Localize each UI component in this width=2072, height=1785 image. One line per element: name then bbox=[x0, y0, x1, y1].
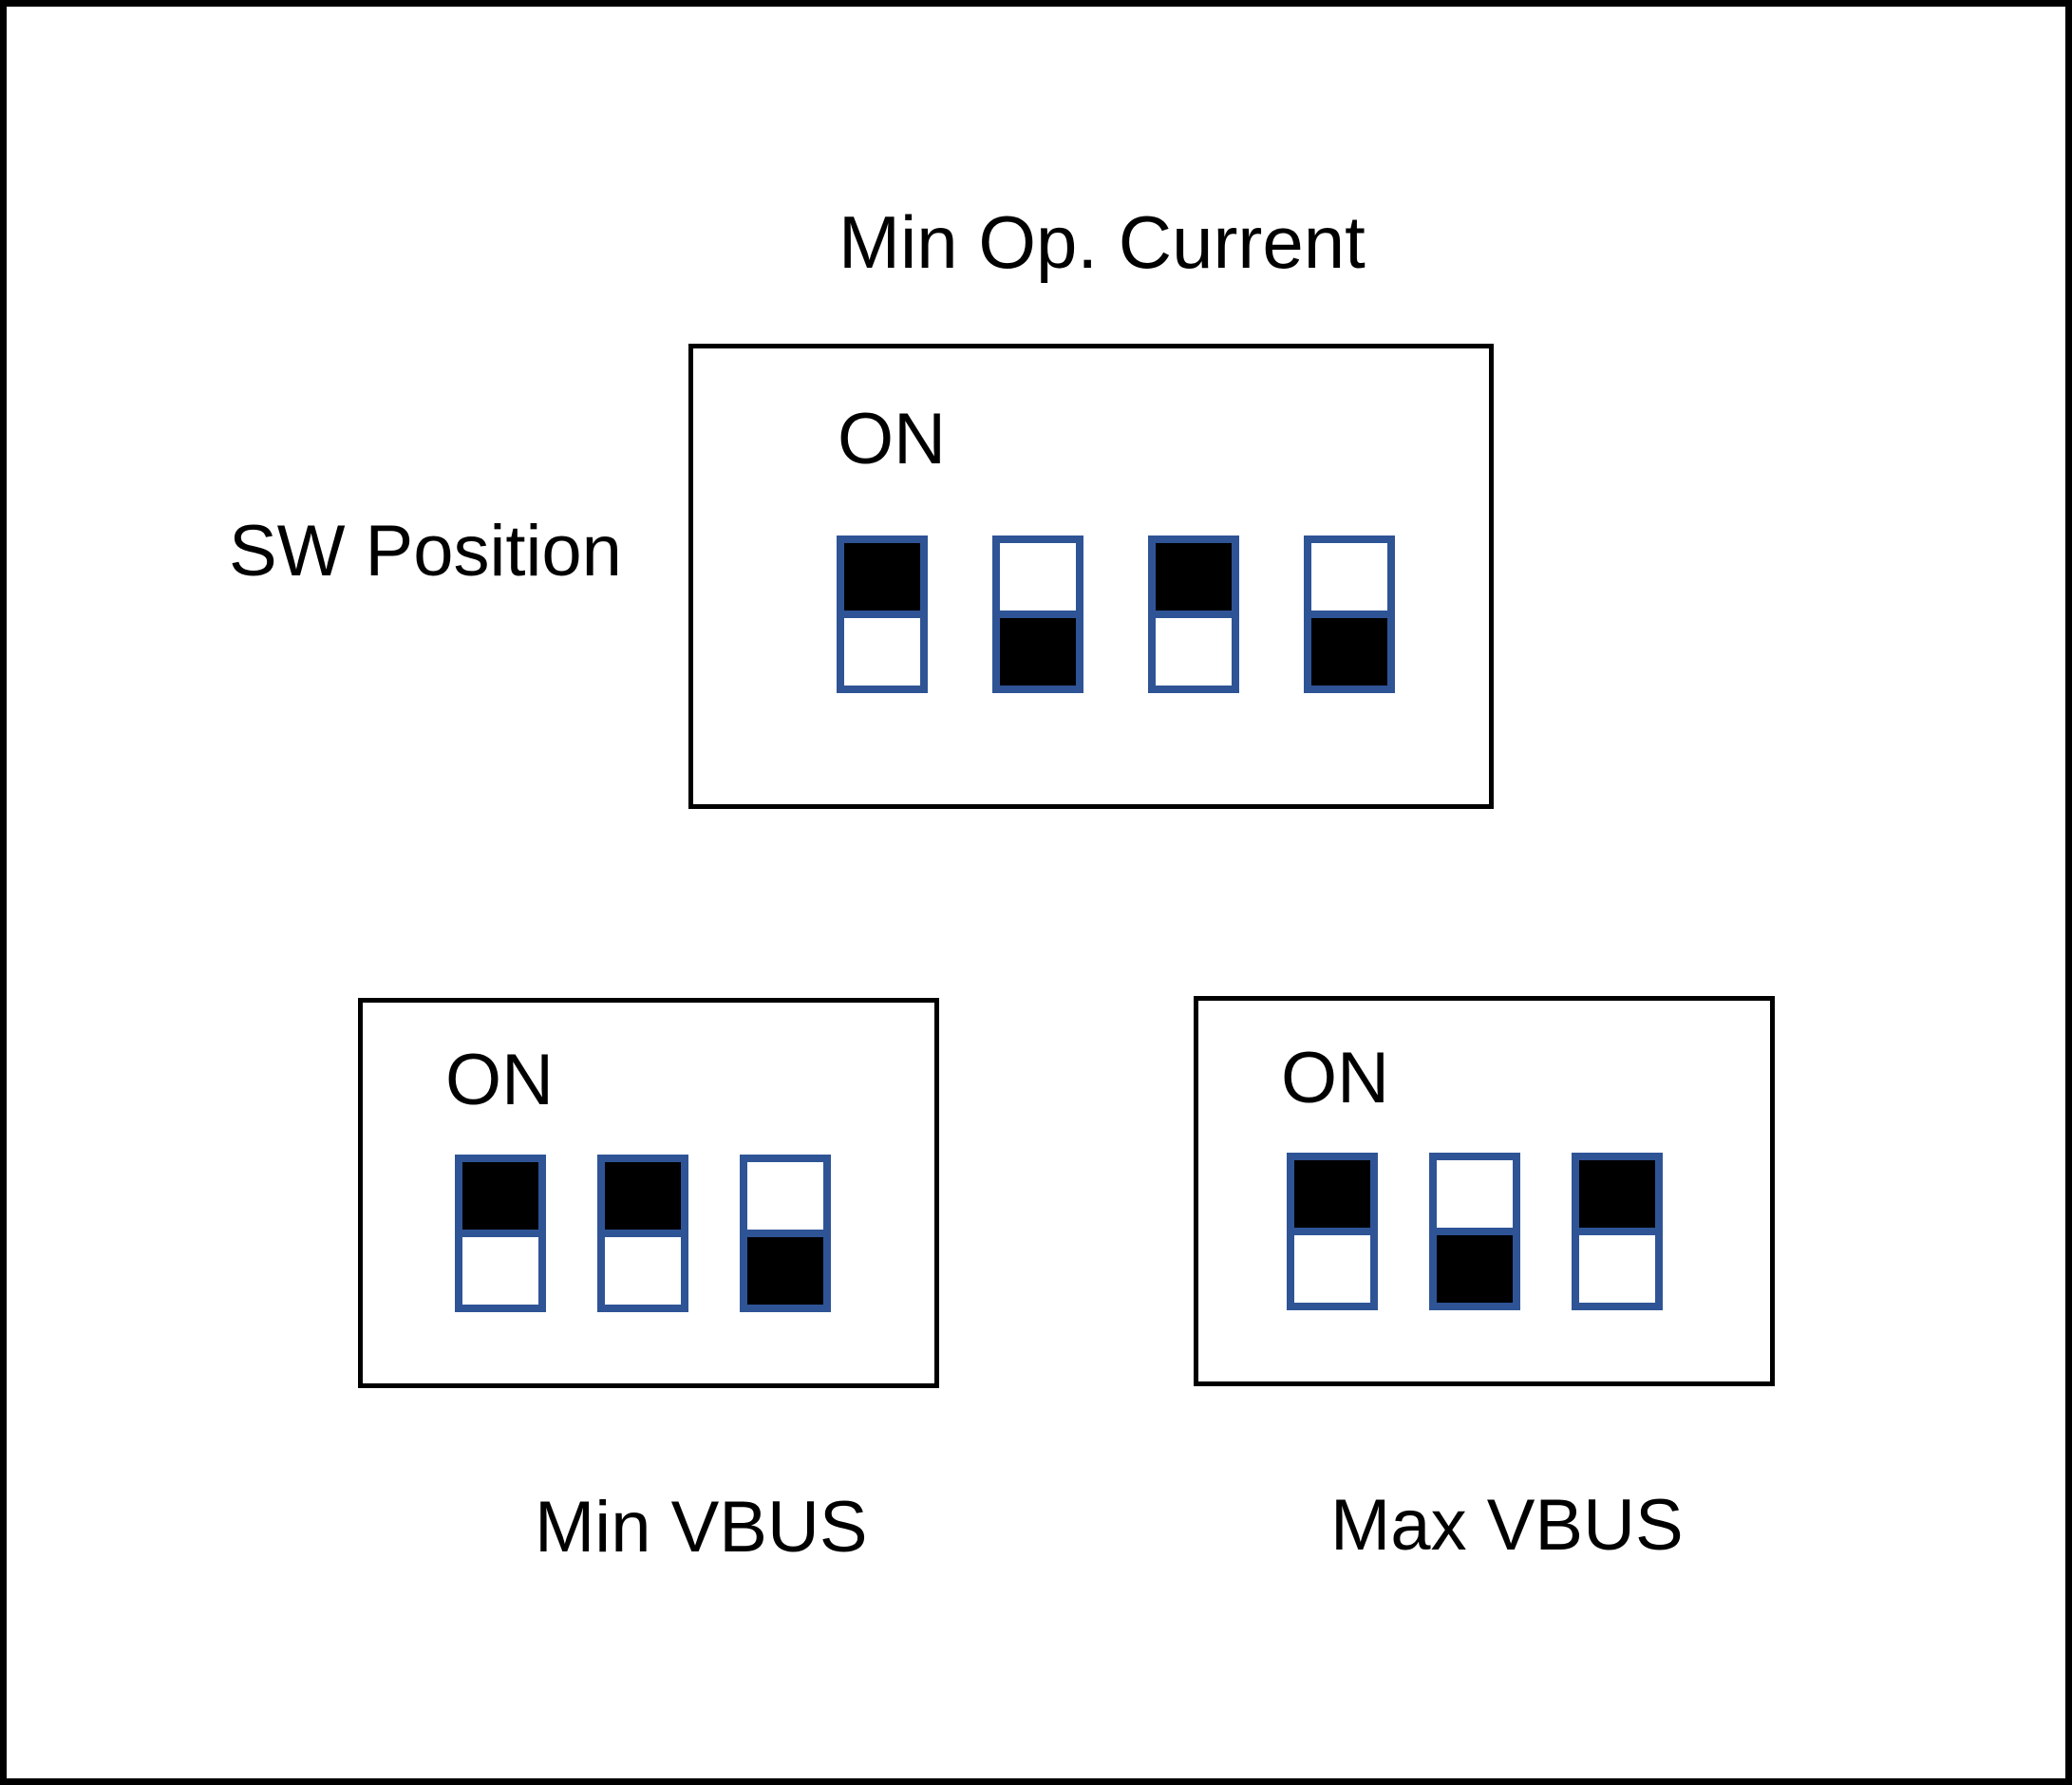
caption-min-vbus: Min VBUS bbox=[535, 1487, 868, 1568]
switch-cell-top bbox=[605, 1162, 681, 1230]
on-label: ON bbox=[1281, 1038, 1389, 1118]
switch-cell-bottom bbox=[1579, 1228, 1655, 1303]
switch-row bbox=[1287, 1153, 1663, 1310]
switch-cell-bottom bbox=[1000, 611, 1076, 686]
switch-cell-top bbox=[1294, 1160, 1370, 1228]
switch-cell-top bbox=[1311, 543, 1387, 611]
caption-max-vbus: Max VBUS bbox=[1330, 1485, 1684, 1566]
switch-cell-top bbox=[1000, 543, 1076, 611]
switch-cell-bottom bbox=[1156, 611, 1232, 686]
switch-cell-bottom bbox=[1294, 1228, 1370, 1303]
switch-cell-bottom bbox=[1311, 611, 1387, 686]
switch-cell-bottom bbox=[1437, 1228, 1513, 1303]
figure-title: Min Op. Current bbox=[838, 200, 1366, 284]
dip-switch-3 bbox=[1572, 1153, 1663, 1310]
dip-switch-4 bbox=[1304, 536, 1395, 693]
switch-cell-top bbox=[462, 1162, 538, 1230]
switch-cell-bottom bbox=[462, 1230, 538, 1305]
on-label: ON bbox=[838, 399, 946, 479]
sw-position-label: SW Position bbox=[229, 511, 622, 592]
switch-row bbox=[837, 536, 1395, 693]
switch-cell-bottom bbox=[605, 1230, 681, 1305]
dip-switch-1 bbox=[455, 1155, 546, 1312]
switch-cell-top bbox=[747, 1162, 823, 1230]
on-label: ON bbox=[445, 1040, 554, 1120]
switch-row bbox=[455, 1155, 831, 1312]
dip-switch-3 bbox=[1148, 536, 1239, 693]
dip-switch-3 bbox=[740, 1155, 831, 1312]
switch-cell-top bbox=[1156, 543, 1232, 611]
dip-switch-2 bbox=[992, 536, 1083, 693]
dip-switch-2 bbox=[597, 1155, 688, 1312]
dip-switch-2 bbox=[1429, 1153, 1520, 1310]
switch-cell-top bbox=[844, 543, 920, 611]
switch-cell-top bbox=[1437, 1160, 1513, 1228]
panel-max-vbus: ON bbox=[1194, 996, 1775, 1386]
switch-cell-bottom bbox=[844, 611, 920, 686]
panel-min-vbus: ON bbox=[358, 998, 939, 1388]
switch-cell-top bbox=[1579, 1160, 1655, 1228]
panel-min-op-current: ON bbox=[688, 344, 1494, 809]
dip-switch-1 bbox=[837, 536, 928, 693]
switch-cell-bottom bbox=[747, 1230, 823, 1305]
dip-switch-1 bbox=[1287, 1153, 1378, 1310]
